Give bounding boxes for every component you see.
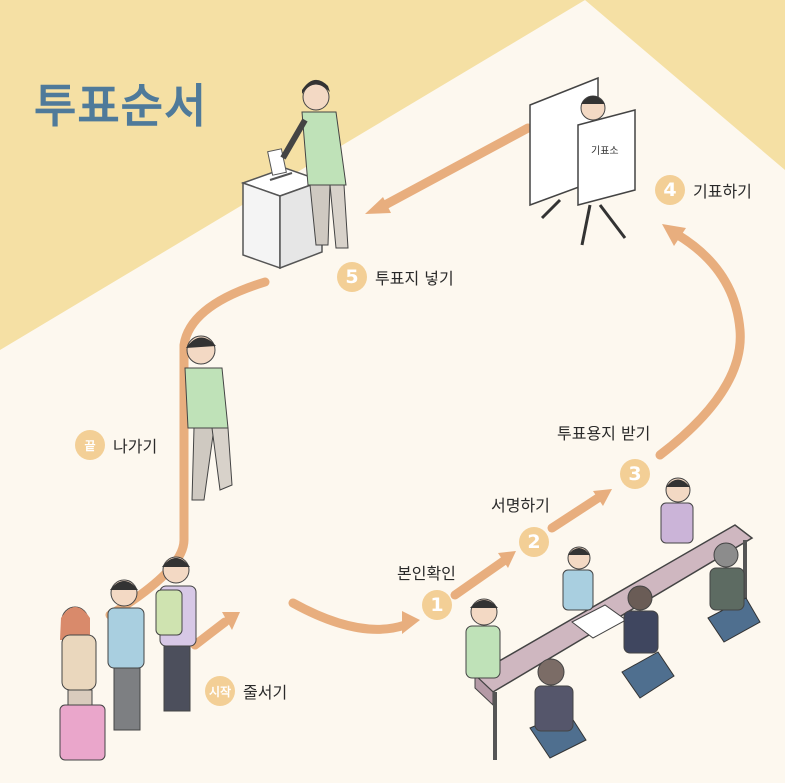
step-3-label: 투표용지 받기: [557, 424, 651, 443]
step-4-badge: 4: [655, 175, 685, 205]
voters-queue: [59, 556, 197, 761]
arrowhead: [222, 612, 240, 630]
arrowhead: [662, 224, 686, 246]
arrow-heads: [222, 197, 686, 634]
arrow-step3-4: [655, 230, 745, 460]
top-band: [0, 0, 785, 350]
arrowhead: [402, 611, 420, 634]
booth-sign: 기표소: [591, 146, 619, 157]
step-3-badge: 3: [620, 459, 650, 489]
step-4: 4 기표하기: [655, 175, 752, 205]
voter-exiting: [184, 335, 233, 501]
step-2-badge: 2: [519, 527, 549, 557]
arrowhead: [498, 551, 516, 568]
path-exit: [105, 277, 270, 620]
arrow-to-step1: [288, 598, 410, 634]
step-4-label: 기표하기: [693, 182, 752, 201]
voter-casting-ballot: [280, 79, 349, 249]
voting-booth: [529, 76, 636, 246]
arrowhead: [365, 197, 391, 214]
step-end: 끝 나가기: [75, 430, 157, 460]
arrow-start-segment: [190, 617, 230, 650]
arrowhead: [593, 489, 612, 506]
step-end-badge: 끝: [75, 430, 105, 460]
registration-table: [465, 477, 761, 760]
step-2-label: 서명하기: [491, 496, 550, 515]
step-end-label: 나가기: [113, 437, 158, 456]
step-1-label: 본인확인: [397, 564, 456, 583]
ballot-box: [240, 148, 325, 270]
step-5-label: 투표지 넣기: [375, 269, 454, 288]
arrow-step1-2: [450, 555, 510, 600]
step-5-badge: 5: [337, 262, 367, 292]
step-1-badge: 1: [422, 590, 452, 620]
arrow-step4-5: [380, 123, 533, 210]
page-title: 투표순서: [34, 79, 208, 133]
arrow-step2-3: [547, 493, 603, 533]
step-start-badge: 시작: [205, 676, 235, 706]
step-5: 5 투표지 넣기: [337, 262, 454, 292]
step-start: 시작 줄서기: [205, 676, 287, 706]
step-start-label: 줄서기: [243, 683, 288, 702]
flow-path: [105, 123, 745, 650]
